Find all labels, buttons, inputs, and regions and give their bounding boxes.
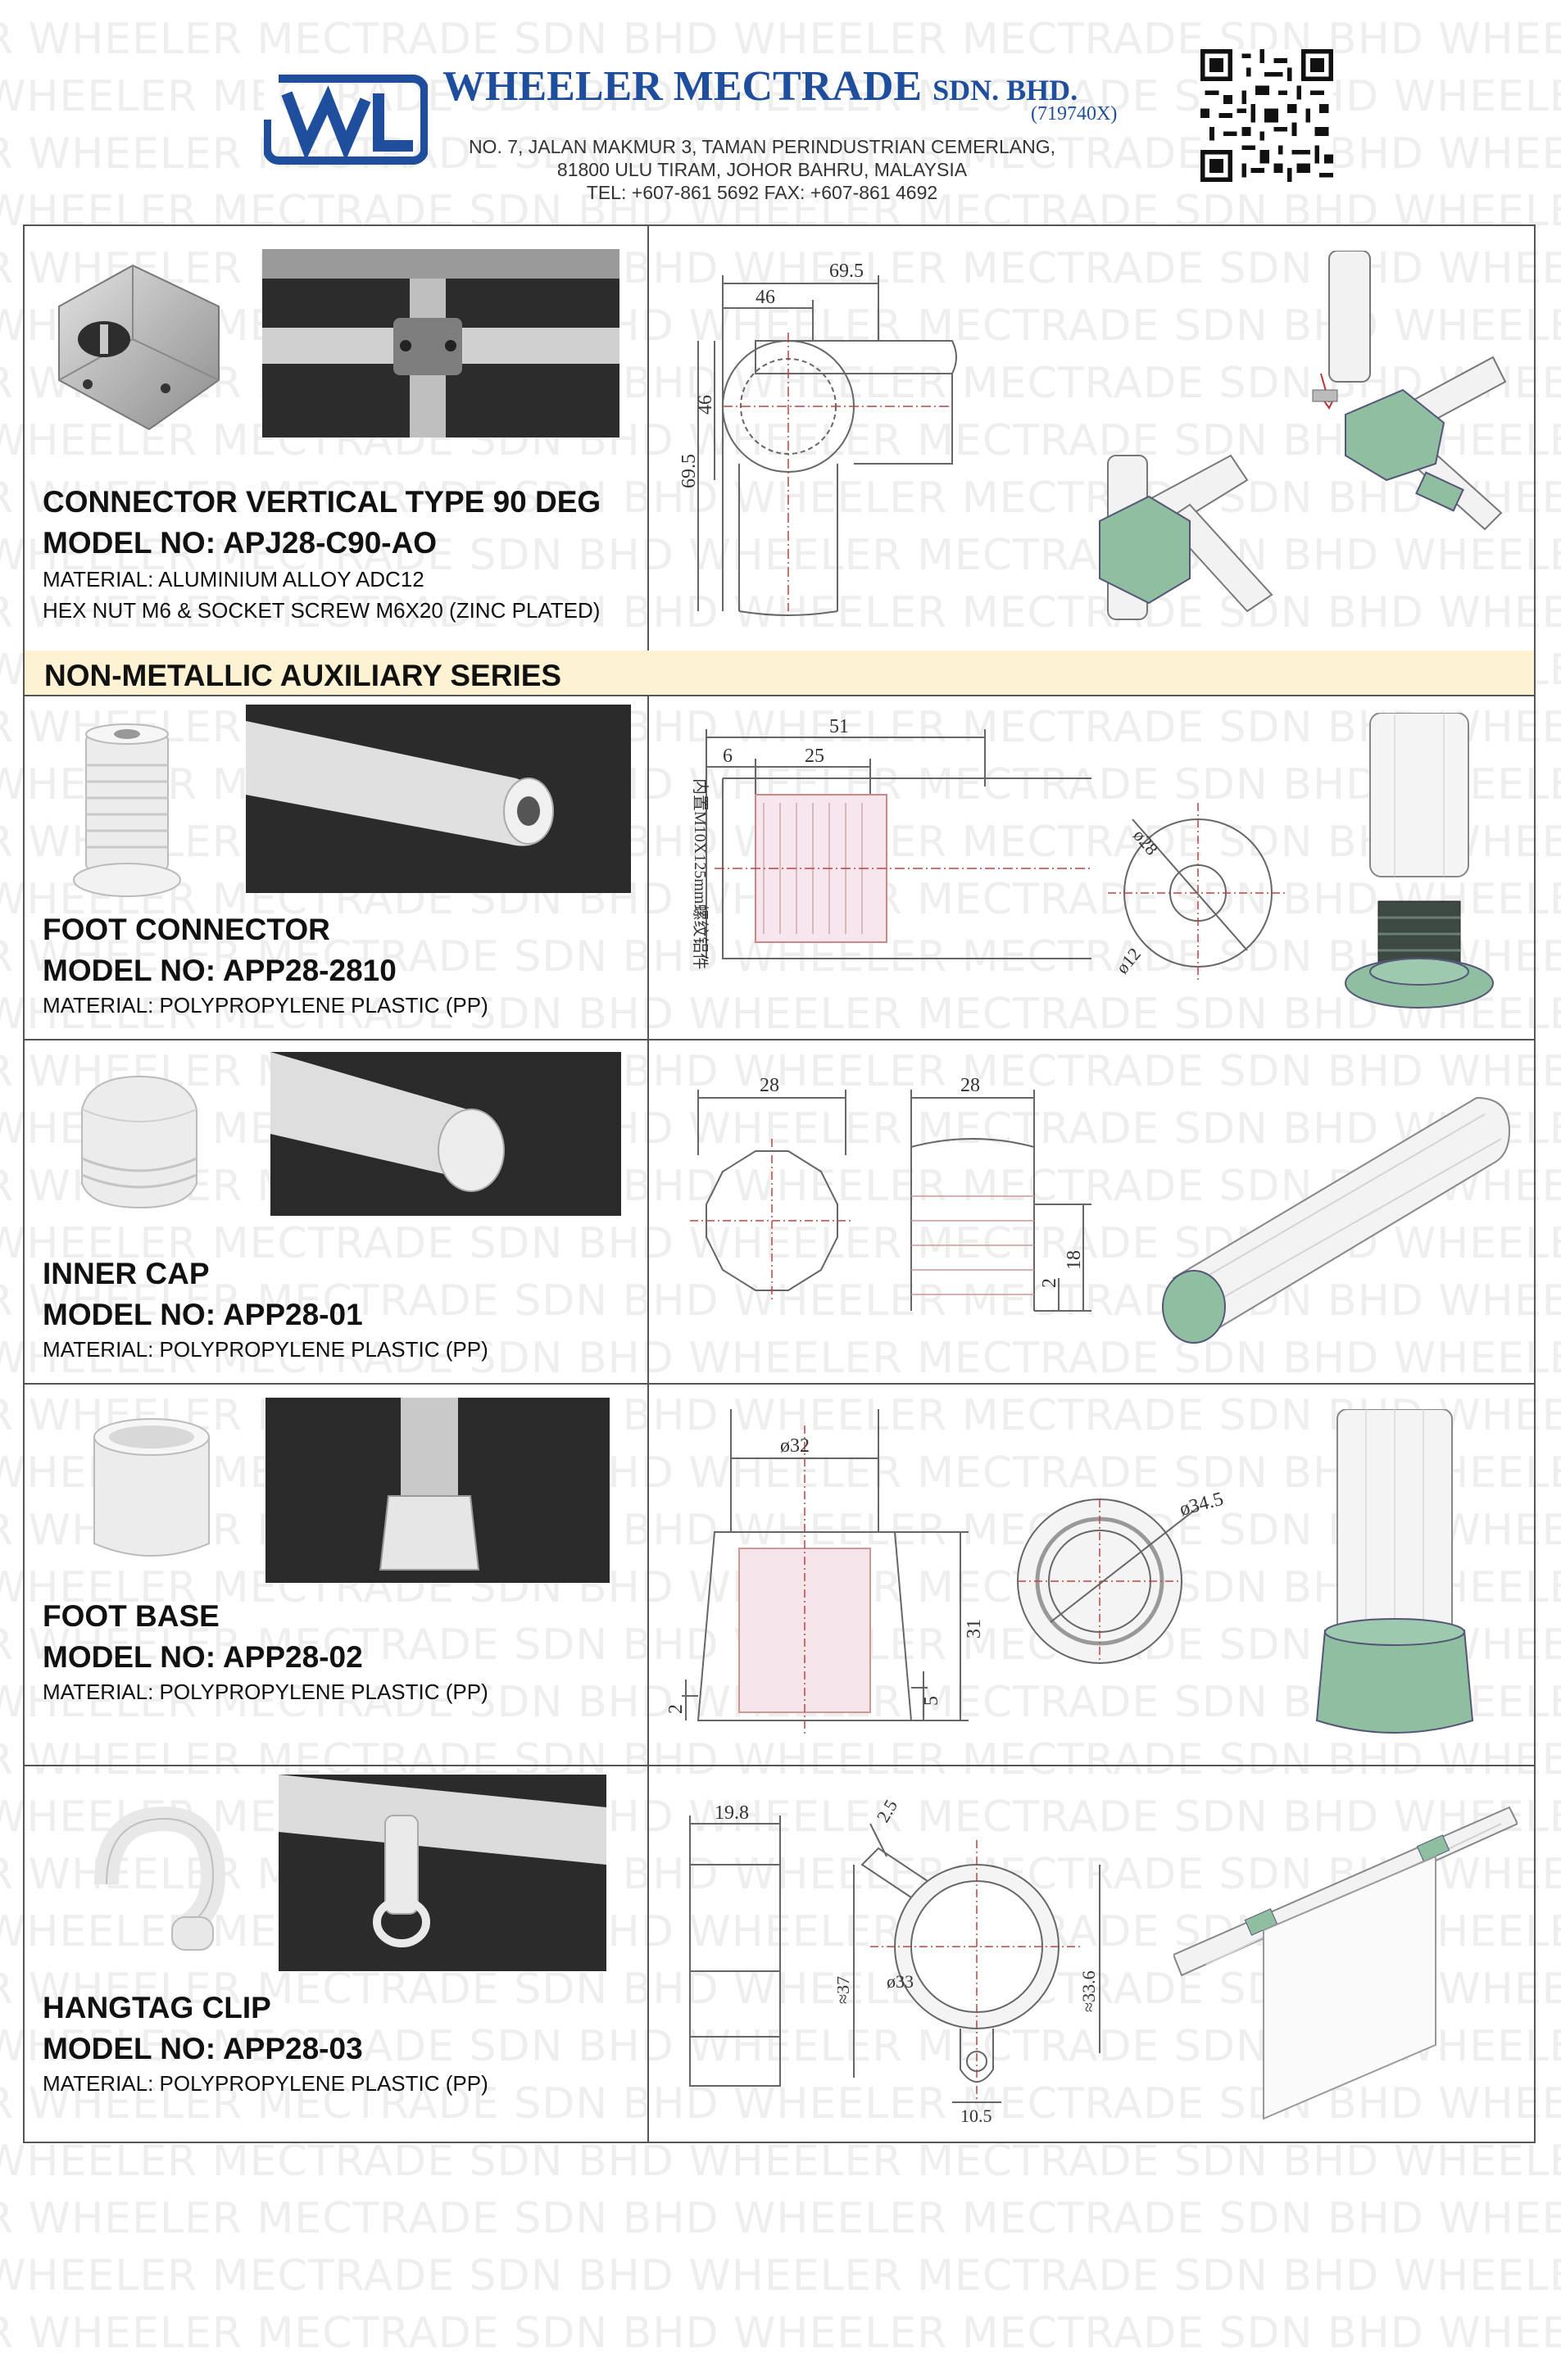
dimension-label: ø32: [780, 1435, 810, 1457]
connector-installed-photo-icon: [262, 249, 619, 437]
product-title: INNER CAP: [43, 1257, 210, 1290]
material-line: MATERIAL: POLYPROPYLENE PLASTIC (PP): [43, 1680, 488, 1704]
dimension-label: 2: [665, 1704, 687, 1714]
dimension-label: 28: [960, 1075, 980, 1096]
product-drawing-cell: 28 28 2 18: [649, 1040, 1534, 1383]
hangtag-clip-assembly-illustration: [1173, 1806, 1518, 2120]
contact-line: TEL: +607-861 5692 FAX: +607-861 4692: [586, 182, 938, 203]
product-drawing-cell: 69.5 46 46 69.5: [649, 226, 1534, 651]
product-drawing-cell: ø32 2 5 31 ø34.5: [649, 1385, 1534, 1765]
hangtag-clip-installed-photo-icon: [279, 1775, 606, 1971]
product-title: FOOT BASE: [43, 1599, 220, 1633]
material-line: MATERIAL: POLYPROPYLENE PLASTIC (PP): [43, 1337, 488, 1362]
company-name-text: WHEELER MECTRADE: [442, 63, 923, 110]
dimension-label: ø28: [1129, 825, 1162, 859]
product-title: FOOT CONNECTOR: [43, 913, 330, 946]
model-number: MODEL NO: APP28-02: [43, 1640, 363, 1674]
hangtag-clip-front-drawing: 2.5 ≈37 ø33 ≈33.6 10.5: [837, 1796, 1100, 2126]
dimension-label: 6: [723, 746, 733, 767]
model-number: MODEL NO: APP28-03: [43, 2032, 363, 2065]
model-number: MODEL NO: APP28-2810: [43, 954, 397, 987]
company-suffix: SDN. BHD.: [933, 74, 1078, 107]
product-title: CONNECTOR VERTICAL TYPE 90 DEG: [43, 485, 601, 519]
material-line: MATERIAL: POLYPROPYLENE PLASTIC (PP): [43, 2071, 488, 2096]
dimension-label: 2: [1039, 1278, 1060, 1288]
foot-connector-installed-photo-icon: [246, 705, 631, 893]
foot-base-assembly-illustration: [1315, 1409, 1474, 1734]
inner-cap-installed-photo-icon: [270, 1052, 621, 1216]
material-line: MATERIAL: POLYPROPYLENE PLASTIC (PP): [43, 993, 488, 1018]
address-line-2: 81800 ULU TIRAM, JOHOR BAHRU, MALAYSIA: [556, 159, 968, 180]
dimension-label: 46: [756, 287, 775, 308]
dimension-label: 46: [695, 395, 716, 415]
dimension-label: 10.5: [960, 2106, 992, 2126]
hangtag-clip-side-drawing: 19.8: [689, 1802, 781, 2087]
dimension-label: 5: [921, 1696, 942, 1706]
foot-connector-assembly-illustration: [1345, 713, 1494, 1009]
product-info-cell: FOOT BASE MODEL NO: APP28-02 MATERIAL: P…: [25, 1385, 649, 1765]
foot-connector-photo-icon: [73, 723, 181, 897]
inner-cap-front-drawing: 28: [690, 1075, 854, 1303]
dimension-label: 69.5: [678, 454, 700, 488]
letterhead: WHEELER MECTRADE SDN. BHD. (719740X) NO.…: [0, 0, 1561, 221]
model-number: MODEL NO: APJ28-C90-AO: [43, 526, 438, 560]
product-drawing-cell: 19.8 2.5 ≈37 ø33 ≈33.6: [649, 1766, 1534, 2143]
series-banner: NON-METALLIC AUXILIARY SERIES: [25, 651, 1534, 696]
company-name: WHEELER MECTRADE SDN. BHD.: [442, 62, 1078, 111]
watermark-line: R WHEELER MECTRADE SDN BHD WHEELER MECTR…: [0, 2309, 1561, 2358]
watermark-line: R WHEELER MECTRADE SDN BHD WHEELER MECTR…: [0, 2194, 1561, 2243]
watermark-line: WHEELER MECTRADE SDN BHD WHEELER MECTRAD…: [0, 2137, 1561, 2186]
connector-assembly-illustration: [1099, 251, 1507, 620]
inner-cap-photo-icon: [81, 1075, 197, 1209]
product-info-cell: FOOT CONNECTOR MODEL NO: APP28-2810 MATE…: [25, 696, 649, 1039]
foot-connector-technical-drawing: 51 6 25 内置M10X125mm螺纹铝件: [691, 716, 1091, 969]
material-line: HEX NUT M6 & SOCKET SCREW M6X20 (ZINC PL…: [43, 598, 601, 623]
foot-base-photo-icon: [93, 1418, 210, 1557]
product-table: CONNECTOR VERTICAL TYPE 90 DEG MODEL NO:…: [23, 224, 1536, 2143]
dimension-label: ø33: [887, 1971, 914, 1992]
product-info-cell: HANGTAG CLIP MODEL NO: APP28-03 MATERIAL…: [25, 1766, 649, 2143]
qr-code-icon: [1200, 49, 1333, 182]
drawing-vertical-note: 内置M10X125mm螺纹铝件: [691, 778, 710, 969]
foot-base-installed-photo-icon: [265, 1398, 610, 1583]
product-row-foot-base: FOOT BASE MODEL NO: APP28-02 MATERIAL: P…: [25, 1385, 1534, 1766]
model-number: MODEL NO: APP28-01: [43, 1298, 363, 1331]
dimension-label: 18: [1064, 1250, 1085, 1270]
address-line-1: NO. 7, JALAN MAKMUR 3, TAMAN PERINDUSTRI…: [468, 136, 1056, 157]
dimension-label: ≈33.6: [1078, 1970, 1099, 2012]
dimension-label: ø34.5: [1178, 1489, 1226, 1521]
dimension-label: ≈37: [837, 1976, 853, 2004]
product-title: HANGTAG CLIP: [43, 1991, 271, 2024]
dimension-label: 2.5: [873, 1796, 901, 1825]
foot-base-technical-drawing: ø32 2 5 31: [665, 1409, 985, 1737]
product-row-hangtag-clip: HANGTAG CLIP MODEL NO: APP28-03 MATERIAL…: [25, 1766, 1534, 2143]
foot-base-section-drawing: ø34.5: [1017, 1489, 1226, 1664]
series-banner-label: NON-METALLIC AUXILIARY SERIES: [44, 659, 562, 692]
material-line: MATERIAL: ALUMINIUM ALLOY ADC12: [43, 567, 424, 592]
dimension-label: 25: [805, 746, 824, 767]
inner-cap-side-drawing: 28 2 18: [910, 1075, 1091, 1312]
dimension-label: 31: [964, 1619, 985, 1639]
product-info-cell: CONNECTOR VERTICAL TYPE 90 DEG MODEL NO:…: [25, 226, 649, 651]
company-logo-icon: [264, 70, 428, 165]
foot-connector-section-drawing: ø28 ø12: [1108, 803, 1288, 983]
dimension-label: 19.8: [715, 1802, 749, 1824]
product-row-inner-cap: INNER CAP MODEL NO: APP28-01 MATERIAL: P…: [25, 1040, 1534, 1385]
connector-photo-icon: [58, 264, 220, 431]
product-info-cell: INNER CAP MODEL NO: APP28-01 MATERIAL: P…: [25, 1040, 649, 1383]
registration-number: (719740X): [1031, 103, 1118, 125]
product-row-foot-connector: FOOT CONNECTOR MODEL NO: APP28-2810 MATE…: [25, 696, 1534, 1040]
watermark-line: WHEELER MECTRADE SDN BHD WHEELER MECTRAD…: [0, 2251, 1561, 2301]
connector-technical-drawing: 69.5 46 46 69.5: [678, 261, 957, 616]
dimension-label: 51: [829, 716, 849, 737]
product-drawing-cell: 51 6 25 内置M10X125mm螺纹铝件 ø28 ø12: [649, 696, 1534, 1039]
product-row-connector-90: CONNECTOR VERTICAL TYPE 90 DEG MODEL NO:…: [25, 226, 1534, 651]
dimension-label: 28: [760, 1075, 779, 1096]
inner-cap-assembly-illustration: [1162, 1096, 1511, 1344]
dimension-label: 69.5: [829, 261, 864, 282]
hangtag-clip-photo-icon: [94, 1806, 226, 1951]
dimension-label: ø12: [1112, 944, 1145, 977]
